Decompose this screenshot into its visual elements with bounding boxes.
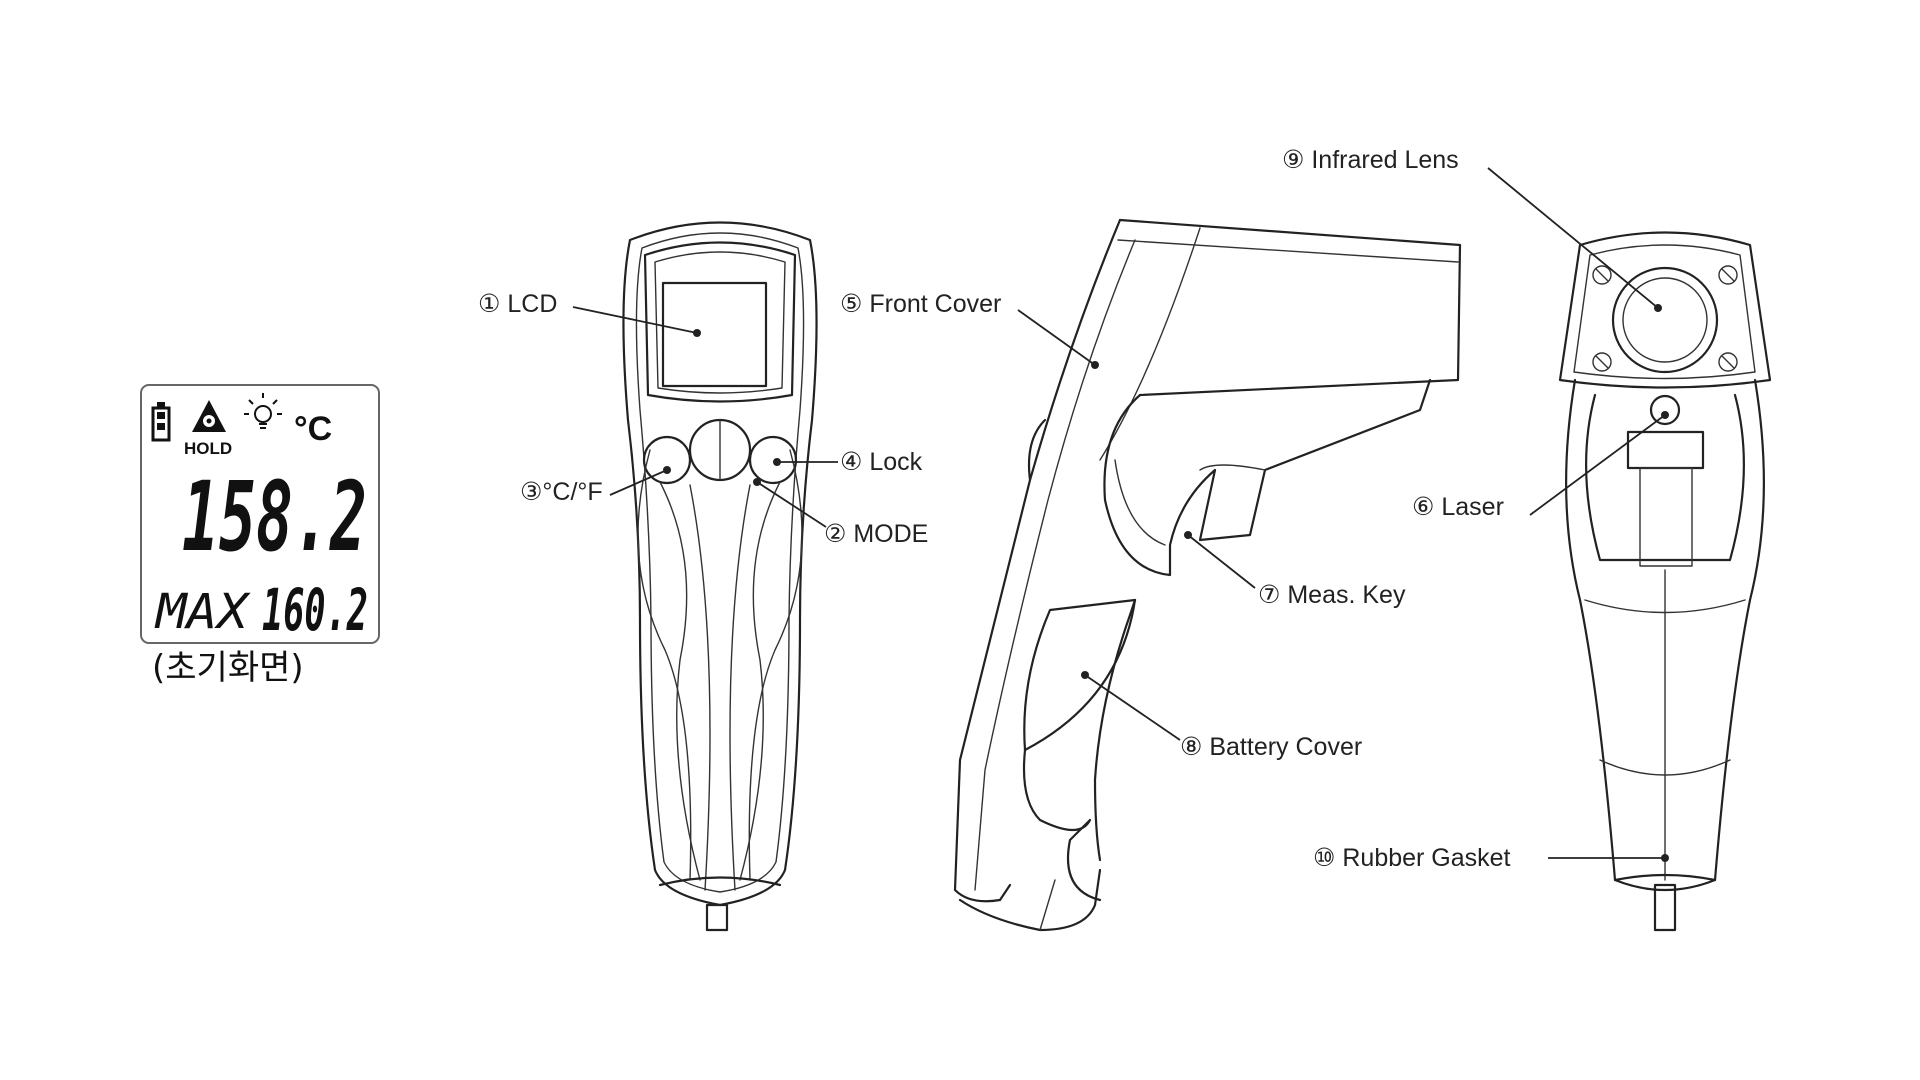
label-lock: ④ Lock bbox=[840, 448, 923, 476]
lcd-frame bbox=[140, 384, 380, 644]
label-rubber-gasket: ⑩ Rubber Gasket bbox=[1313, 844, 1511, 872]
battery-icon bbox=[151, 402, 171, 442]
lcd-display-panel: HOLD °C 158.2 MAX 160.2 (초기화면) bbox=[140, 384, 380, 688]
label-laser: ⑥ Laser bbox=[1412, 493, 1504, 521]
front-view bbox=[622, 221, 818, 932]
unit-indicator: °C bbox=[294, 410, 332, 448]
side-view bbox=[953, 218, 1462, 932]
max-label: MAX bbox=[154, 584, 251, 640]
back-bottom-stub bbox=[1653, 883, 1677, 932]
cf-button bbox=[642, 435, 692, 485]
lock-button bbox=[748, 435, 798, 485]
front-bottom-stub bbox=[705, 903, 729, 932]
label-mode: ② MODE bbox=[824, 520, 928, 548]
max-value: 160.2 bbox=[262, 576, 368, 644]
label-meas-key: ⑦ Meas. Key bbox=[1258, 581, 1406, 609]
lcd-caption: (초기화면) bbox=[152, 648, 304, 688]
label-cf: ③°C/°F bbox=[520, 478, 603, 506]
label-infrared-lens: ⑨ Infrared Lens bbox=[1282, 146, 1459, 174]
hold-indicator: HOLD bbox=[184, 439, 232, 458]
callout-labels: ① LCD ② MODE ③°C/°F ④ Lock ⑤ Front Cover… bbox=[478, 146, 1511, 872]
main-reading: 158.2 bbox=[182, 461, 367, 573]
infrared-lens bbox=[1611, 266, 1719, 374]
label-battery-cover: ⑧ Battery Cover bbox=[1180, 733, 1362, 761]
label-lcd: ① LCD bbox=[478, 290, 557, 318]
laser-icon bbox=[192, 400, 226, 432]
back-view bbox=[1558, 231, 1772, 932]
label-front-cover: ⑤ Front Cover bbox=[840, 290, 1001, 318]
laser-aperture bbox=[1649, 394, 1681, 426]
backlight-icon bbox=[244, 393, 282, 429]
callout-leaders bbox=[572, 167, 1669, 862]
front-lcd-window bbox=[661, 281, 768, 388]
